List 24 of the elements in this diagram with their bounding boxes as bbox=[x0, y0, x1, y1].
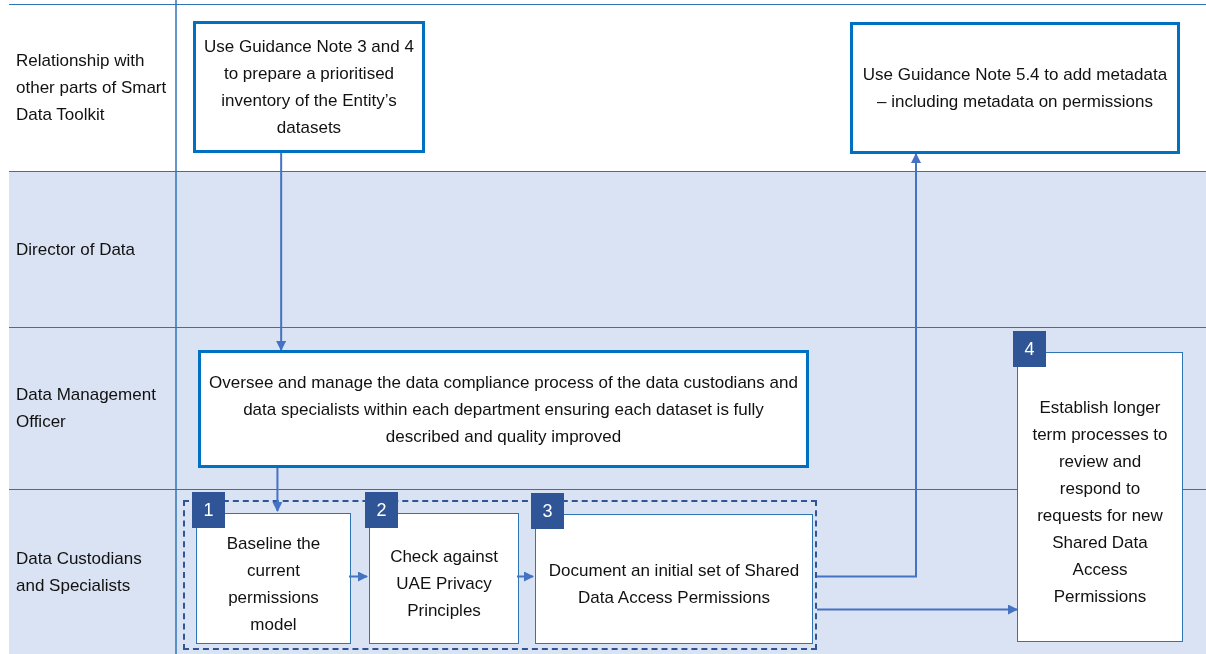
arrow bbox=[272, 467, 283, 512]
step-text: Use Guidance Note 5.4 to add metadata – including metadata on permissions bbox=[861, 64, 1169, 113]
arrow bbox=[516, 571, 534, 582]
step-text: Oversee and manage the data compliance process of the data custodians and data specialists within each department ensuring each dataset is fully described and quality improved bbox=[209, 371, 798, 448]
step-text: Establish longer term processes to review and respond to requests for new Shared Data Access Permissions bbox=[1031, 397, 1169, 608]
lane-label: Data Management Officer bbox=[16, 384, 157, 433]
lane-label: Relationship with other parts of Smart Data Toolkit bbox=[16, 50, 168, 126]
step-text: Baseline the current permissions model bbox=[225, 532, 322, 636]
arrow bbox=[816, 604, 1018, 615]
lane-label: Director of Data bbox=[16, 238, 137, 261]
step-text: Check against UAE Privacy Principles bbox=[389, 546, 499, 622]
step-number-badge: 1 bbox=[192, 492, 225, 528]
step-number-badge: 3 bbox=[531, 493, 564, 529]
process-box bbox=[193, 21, 425, 153]
arrow bbox=[816, 153, 921, 578]
step-number-badge: 4 bbox=[1013, 331, 1046, 367]
step-text: Document an initial set of Shared Data Access Permissions bbox=[547, 560, 801, 609]
process-box bbox=[198, 350, 809, 468]
process-box bbox=[850, 22, 1180, 154]
lane-label: Data Custodians and Specialists bbox=[16, 547, 143, 597]
step-text: Use Guidance Note 3 and 4 to prepare a prioritised inventory of the Entity’s datasets bbox=[204, 36, 414, 139]
step-number-badge: 2 bbox=[365, 492, 398, 528]
arrow bbox=[348, 571, 368, 582]
arrow bbox=[276, 152, 287, 351]
